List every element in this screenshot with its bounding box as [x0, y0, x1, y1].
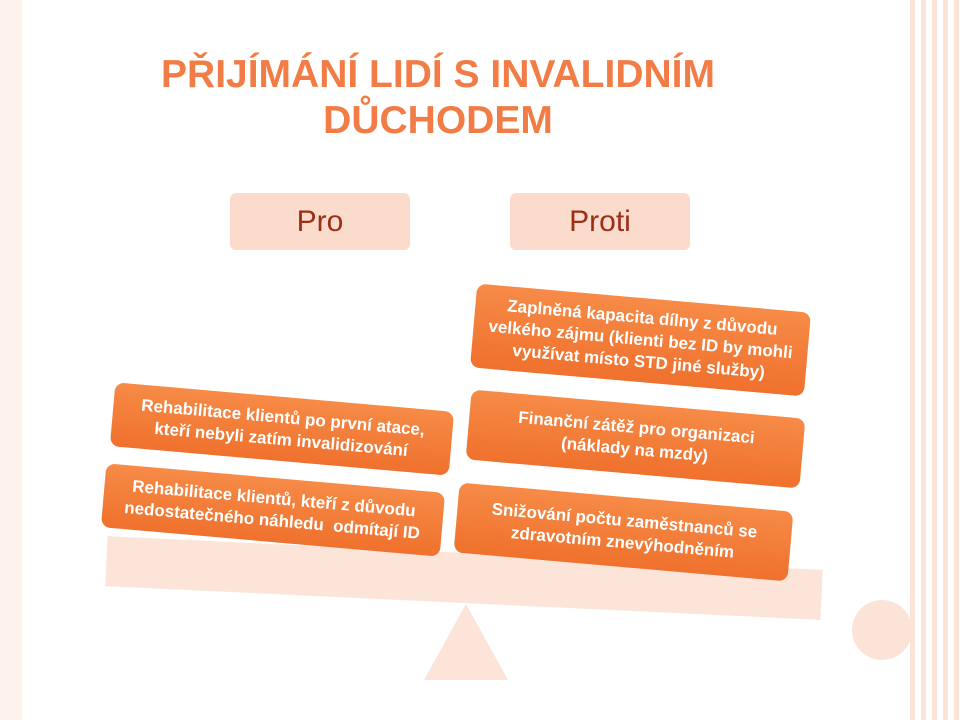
proti-argument-box: Zaplněná kapacita dílny z důvodu velkého…: [469, 283, 812, 397]
pro-header-label: Pro: [296, 204, 344, 238]
slide-title-line: PŘIJÍMÁNÍ LIDÍ S INVALIDNÍM: [161, 53, 715, 96]
decorative-stripes: [910, 0, 960, 720]
proti-header-label: Proti: [569, 204, 631, 238]
decorative-left-strip: [0, 0, 22, 720]
pro-argument-box: Rehabilitace klientů po první atace, kte…: [109, 382, 455, 476]
pro-header: Pro: [230, 193, 410, 250]
proti-argument-box: Finanční zátěž pro organizaci (náklady n…: [465, 389, 806, 489]
slide-title: PŘIJÍMÁNÍ LIDÍ S INVALIDNÍM DŮCHODEM: [100, 52, 776, 144]
proti-header: Proti: [510, 193, 690, 250]
slide-title-line: DŮCHODEM: [323, 99, 553, 142]
balance-fulcrum: [424, 604, 508, 680]
decorative-circle: [852, 600, 912, 660]
